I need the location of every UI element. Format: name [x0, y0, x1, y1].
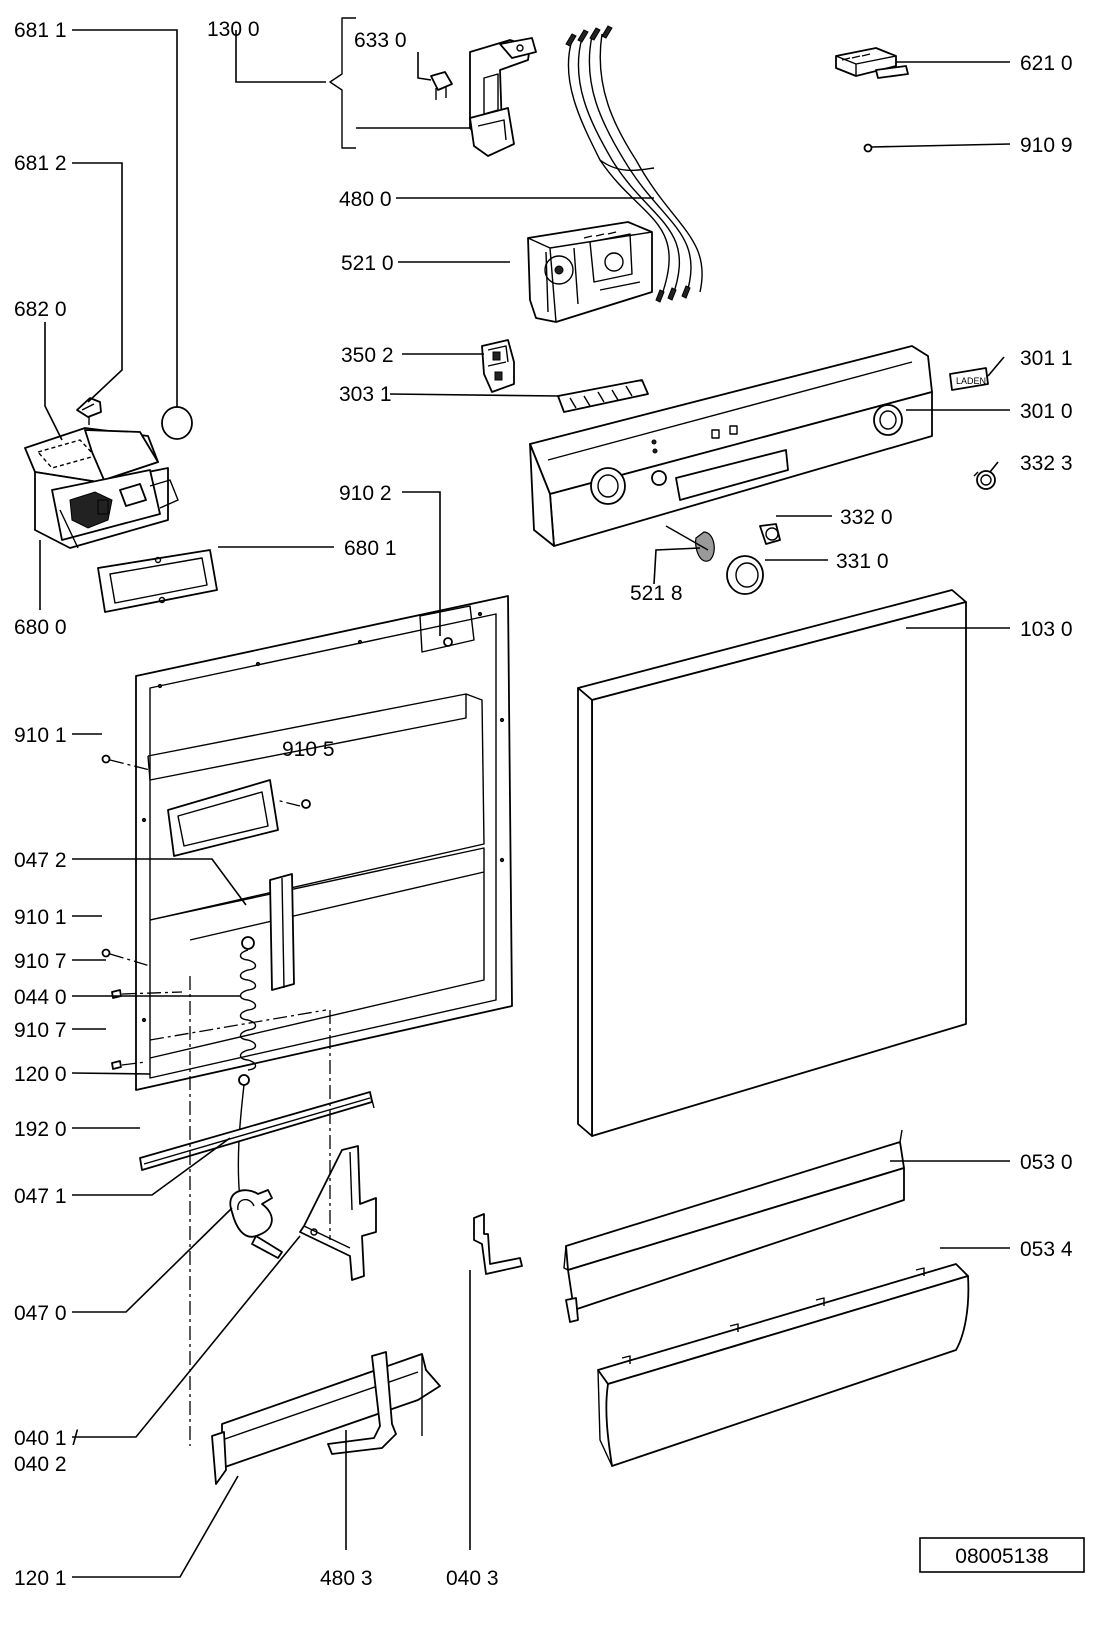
label-3323: 332 3: [1020, 452, 1073, 475]
document-number: 08005138: [955, 1545, 1048, 1568]
part-3031-button-strip: [557, 379, 649, 413]
part-4803-bracket: [327, 1351, 397, 1455]
label-0401b: 040 2: [14, 1453, 67, 1476]
part-1920-rail: [139, 1091, 375, 1171]
callout-labels: 681 1 130 0 633 0 621 0 910 9 681 2 480 …: [14, 18, 1073, 1590]
label-1030: 103 0: [1020, 618, 1073, 641]
label-9105: 910 5: [282, 738, 335, 761]
label-3011: 301 1: [1020, 347, 1073, 370]
label-3502: 350 2: [341, 344, 394, 367]
part-6210-module: [835, 47, 909, 79]
label-6210: 621 0: [1020, 52, 1073, 75]
label-1920: 192 0: [14, 1118, 67, 1141]
label-0440: 044 0: [14, 986, 67, 1009]
label-9109: 910 9: [1020, 134, 1073, 157]
label-5218: 521 8: [630, 582, 683, 605]
part-6801-gasket: [97, 549, 218, 613]
label-3031: 303 1: [339, 383, 392, 406]
part-6800-dispenser: [24, 427, 179, 549]
label-9107a: 910 7: [14, 950, 67, 973]
part-0534-plinth-cover: [597, 1263, 970, 1467]
part-6330-switch: [430, 71, 453, 100]
part-3310-ring: [726, 555, 764, 595]
part-door-screws: [101, 754, 301, 1070]
badge-text: LADEN: [956, 376, 986, 386]
label-1201: 120 1: [14, 1567, 67, 1590]
label-3010: 301 0: [1020, 400, 1073, 423]
part-1200-inner-door: [135, 595, 513, 1091]
label-0470: 047 0: [14, 1302, 67, 1325]
part-3323-knob: [973, 470, 996, 490]
label-9102: 910 2: [339, 482, 392, 505]
label-0472: 047 2: [14, 849, 67, 872]
label-6330: 633 0: [354, 29, 407, 52]
label-6800: 680 0: [14, 616, 67, 639]
part-0470-hinge: [229, 1189, 283, 1259]
part-1300-door-lock: [469, 37, 537, 157]
part-6812-clip: [76, 397, 102, 425]
label-9107b: 910 7: [14, 1019, 67, 1042]
label-0401a: 040 1 /: [14, 1427, 78, 1450]
part-5218-diffuser: [665, 525, 715, 562]
part-1030-door-panel: [577, 589, 967, 1137]
label-9101b: 910 1: [14, 906, 67, 929]
label-5210: 521 0: [341, 252, 394, 275]
label-9101a: 910 1: [14, 724, 67, 747]
part-9105-screw: [301, 799, 311, 809]
label-0534: 053 4: [1020, 1238, 1073, 1261]
part-1201-plinth-strip: [211, 1353, 441, 1485]
label-0471: 047 1: [14, 1185, 67, 1208]
label-0403: 040 3: [446, 1567, 499, 1590]
document-number-box: 08005138: [919, 1537, 1085, 1573]
label-1300: 130 0: [207, 18, 260, 41]
label-6812: 681 2: [14, 152, 67, 175]
label-3320: 332 0: [840, 506, 893, 529]
part-3010-control-panel: [529, 345, 933, 547]
label-4803: 480 3: [320, 1567, 373, 1590]
label-1200: 120 0: [14, 1063, 67, 1086]
part-9109-screw: [863, 143, 873, 153]
part-3011-badge: LADEN: [949, 367, 989, 391]
part-0401-bracket: [299, 1145, 377, 1281]
label-6811: 681 1: [14, 19, 67, 42]
part-6811-cap: [161, 406, 193, 440]
alignment-lines: [149, 976, 331, 1446]
label-6801: 680 1: [344, 537, 397, 560]
label-0530: 053 0: [1020, 1151, 1073, 1174]
label-3310: 331 0: [836, 550, 889, 573]
part-0530-plinth: [563, 1129, 905, 1323]
leader-lines: [39, 17, 1011, 1578]
part-3502-switch: [481, 339, 515, 393]
part-0403-bracket: [473, 1213, 523, 1275]
label-4800: 480 0: [339, 188, 392, 211]
part-3320-knob: [759, 523, 781, 545]
part-4800-wiring-harness: [565, 25, 703, 303]
label-6820: 682 0: [14, 298, 67, 321]
part-5210-control-board: [527, 221, 653, 323]
